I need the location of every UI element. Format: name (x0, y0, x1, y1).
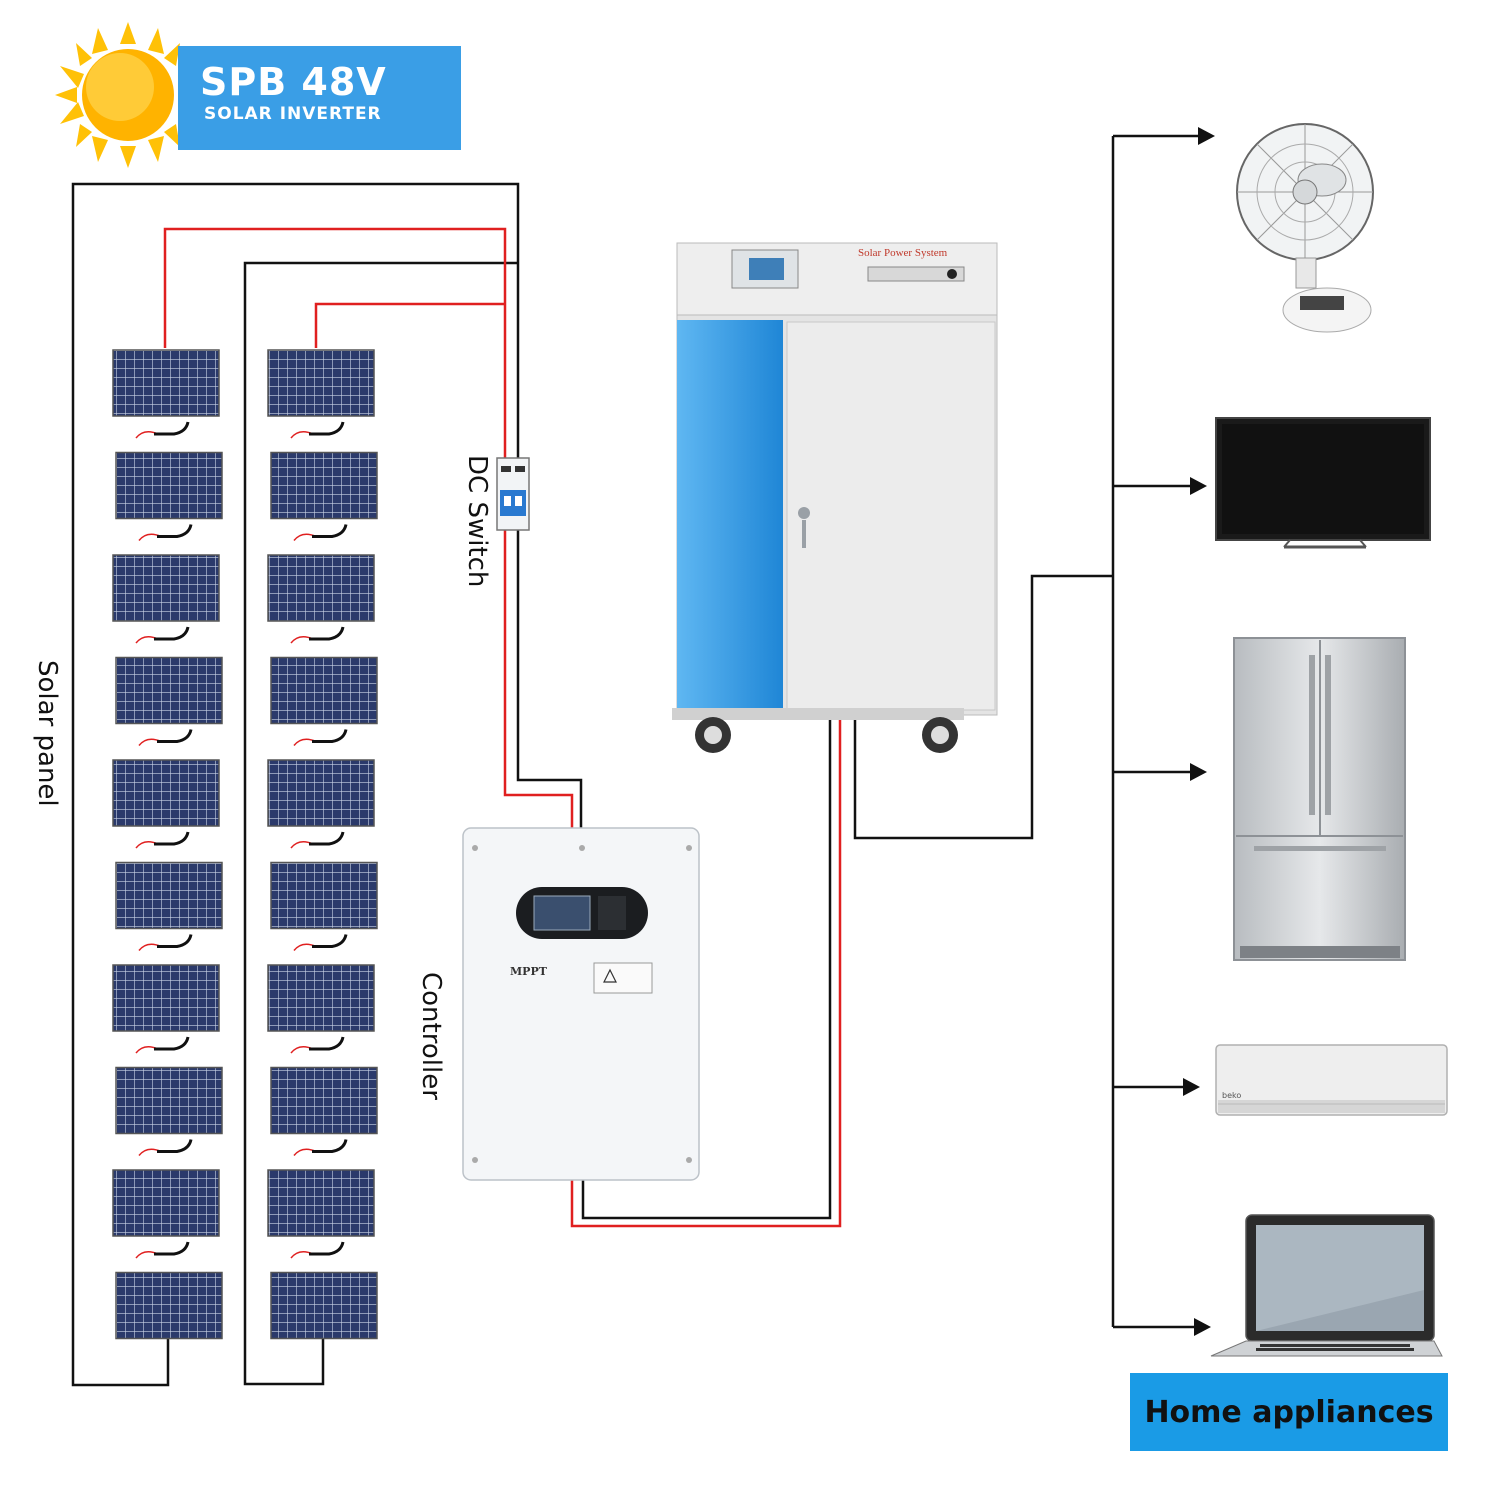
solar-panel (112, 1169, 220, 1237)
panel-connector-plug (154, 1241, 190, 1256)
panel-connector-plug (154, 1036, 190, 1051)
solar-panel (270, 1066, 378, 1135)
home-appliances-label: Home appliances (1144, 1394, 1434, 1430)
inverter-cabinet (672, 242, 998, 753)
solar-panel (115, 451, 223, 520)
laptop-icon (1210, 1214, 1443, 1357)
solar-array (112, 349, 378, 1340)
solar-panel (115, 861, 223, 930)
panel-connector-plug (157, 1139, 193, 1153)
sun-icon (55, 22, 201, 168)
mppt-controller (462, 827, 700, 1181)
tv-icon (1215, 417, 1431, 549)
solar-panel (267, 759, 375, 827)
solar-panel (115, 1066, 223, 1135)
panel-connector-plug (309, 1241, 345, 1256)
home-appliances-box: Home appliances (1130, 1373, 1448, 1451)
solar-panel (267, 964, 375, 1032)
solar-panel (270, 656, 378, 725)
panel-connector-plug (154, 421, 190, 436)
panel-connector-plug (309, 421, 345, 436)
refrigerator-icon (1233, 637, 1406, 961)
brand-box (178, 46, 461, 150)
solar-panel (270, 1271, 378, 1340)
panel-connector-plug (312, 1139, 348, 1153)
solar-panel (267, 554, 375, 622)
solar-panel (112, 964, 220, 1032)
solar-panel (112, 759, 220, 827)
solar-panel-label: Solar panel (32, 660, 62, 807)
solar-panel (270, 861, 378, 930)
mppt-brand-text: MPPT (510, 965, 548, 978)
panel-connector-plug (312, 729, 348, 743)
panel-connector-plug (312, 524, 348, 538)
panel-connector-plug (309, 831, 345, 846)
panel-connector-plug (157, 729, 193, 743)
brand-subtitle: SOLAR INVERTER (204, 104, 382, 124)
air-conditioner-icon: beko (1215, 1044, 1448, 1116)
solar-panel (115, 1271, 223, 1340)
panel-connector-plug (157, 934, 193, 948)
svg-text:beko: beko (1222, 1091, 1241, 1100)
dc-switch-label: DC Switch (462, 455, 492, 588)
solar-panel (115, 656, 223, 725)
inverter-panel-text: Solar Power System (858, 247, 948, 259)
solar-panel (270, 451, 378, 520)
controller-label: Controller (416, 972, 446, 1100)
solar-panel (112, 349, 220, 417)
panel-connector-plug (154, 626, 190, 641)
panel-connector-plug (154, 831, 190, 846)
solar-panel (112, 554, 220, 622)
dc-switch (496, 457, 530, 531)
negative-wires (71, 134, 1200, 1387)
panel-connector-plug (309, 1036, 345, 1051)
panel-connector-plug (309, 626, 345, 641)
panel-connector-plug (157, 524, 193, 538)
positive-wires (163, 227, 842, 1228)
fan-icon (1236, 123, 1374, 333)
brand-title: SPB 48V (200, 60, 387, 104)
panel-connector-plug (312, 934, 348, 948)
solar-panel (267, 1169, 375, 1237)
arrow-heads (1183, 127, 1215, 1336)
solar-panel (267, 349, 375, 417)
